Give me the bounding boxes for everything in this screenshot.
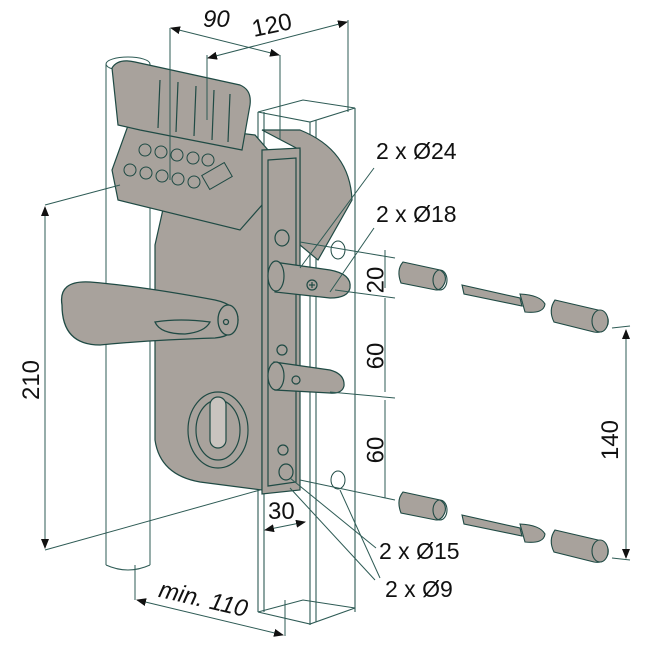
keypad-buttons [123, 143, 233, 191]
dimension-lines [41, 20, 631, 637]
dimension-60-lower: 60 [362, 436, 390, 464]
lever-handle [60, 281, 239, 346]
callout-hole-9: 2 x Ø9 [385, 576, 453, 602]
dimension-60-upper: 60 [362, 342, 390, 370]
keypad-lid [111, 60, 251, 151]
dimension-210: 210 [18, 359, 46, 401]
fastener-set-upper [398, 261, 609, 333]
dimension-30: 30 [268, 498, 295, 525]
callout-hole-24: 2 x Ø24 [376, 138, 457, 164]
bolt-upper [267, 229, 351, 299]
dimension-140: 140 [597, 419, 625, 461]
dimension-90: 90 [203, 6, 230, 33]
callout-hole-18: 2 x Ø18 [376, 201, 457, 227]
callout-hole-15: 2 x Ø15 [379, 538, 460, 564]
dimension-20: 20 [362, 266, 390, 294]
euro-cylinder [187, 391, 249, 469]
bolt-lower [267, 344, 345, 481]
fastener-set-lower [398, 491, 609, 563]
